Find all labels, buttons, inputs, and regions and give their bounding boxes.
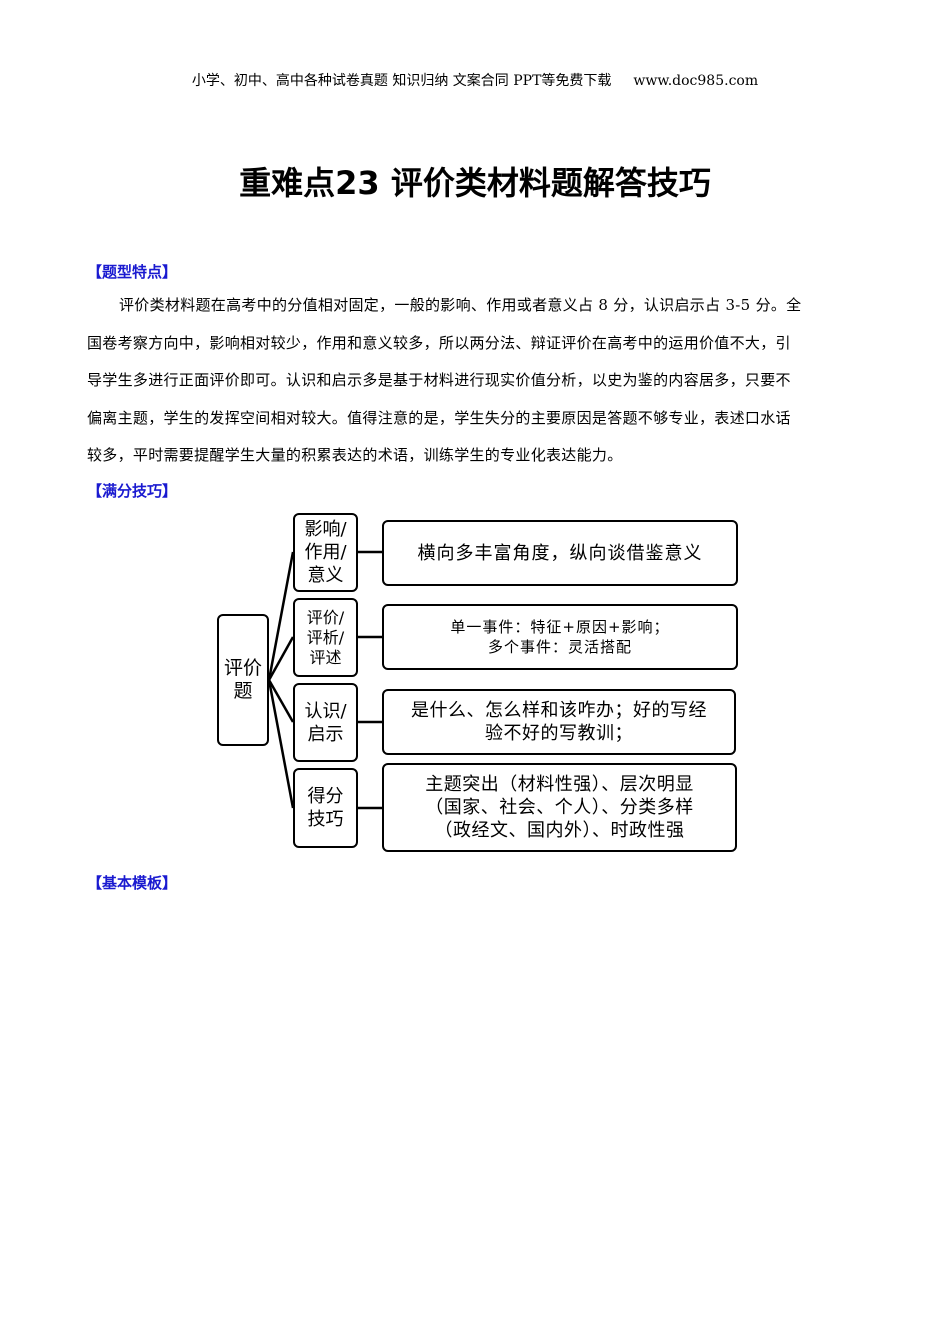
- paragraph-line: 偏离主题，学生的发挥空间相对较大。值得注意的是，学生失分的主要原因是答题不够专业…: [87, 408, 791, 427]
- diagram-text: 主题突出（材料性强）、层次明显: [425, 774, 694, 795]
- diagram-text: 评述: [309, 647, 342, 667]
- diagram-text: （国家、社会、个人）、分类多样: [425, 797, 694, 818]
- features-paragraph: 评价类材料题在高考中的分值相对固定，一般的影响、作用或者意义占 8 分，认识启示…: [87, 292, 867, 480]
- section-skills-heading: 【满分技巧】: [87, 482, 178, 500]
- diagram-text: （政经文、国内外）、时政性强: [434, 820, 685, 841]
- diagram-text: 多个事件：灵活搭配: [487, 638, 632, 656]
- diagram-text: 启示: [307, 723, 344, 745]
- diagram-text: 验不好的写教训；: [485, 723, 633, 744]
- branch-label-insight: 认识/启示: [293, 683, 358, 762]
- diagram-text: 认识/: [304, 700, 347, 722]
- diagram-text: 单一事件：特征+原因+影响；: [450, 618, 670, 636]
- header-site: www.doc985.com: [633, 73, 759, 89]
- paragraph-line: 国卷考察方向中，影响相对较少，作用和意义较多，所以两分法、辩证评价在高考中的运用…: [87, 333, 791, 352]
- diagram-text: 评析/: [306, 627, 345, 647]
- root-line: 评价: [223, 657, 262, 679]
- diagram-text: 评价/: [306, 607, 345, 627]
- branch-label-scoring: 得分技巧: [293, 768, 358, 848]
- diagram-root: 评价题: [217, 614, 269, 746]
- diagram-text: 影响/: [304, 519, 347, 540]
- diagram-text: 作用/: [304, 542, 347, 563]
- diagram-text: 横向多丰富角度，纵向谈借鉴意义: [417, 542, 703, 564]
- paragraph-line: 评价类材料题在高考中的分值相对固定，一般的影响、作用或者意义占 8 分，认识启示…: [119, 296, 802, 314]
- branch-label-impact: 影响/作用/意义: [293, 513, 358, 592]
- branch-content-scoring: 主题突出（材料性强）、层次明显（国家、社会、个人）、分类多样（政经文、国内外）、…: [382, 763, 737, 852]
- root-line: 题: [233, 680, 253, 702]
- paragraph-line: 导学生多进行正面评价即可。认识和启示多是基于材料进行现实价值分析，以史为鉴的内容…: [87, 371, 791, 389]
- page-header: 小学、初中、高中各种试卷真题 知识归纳 文案合同 PPT等免费下载 www.doc…: [0, 70, 950, 90]
- header-text: 小学、初中、高中各种试卷真题 知识归纳 文案合同 PPT等免费下载: [191, 73, 612, 89]
- diagram-text: 技巧: [307, 809, 344, 830]
- diagram-text: 得分: [307, 786, 344, 807]
- branch-label-evaluate: 评价/评析/评述: [293, 598, 358, 677]
- page-title: 重难点23 评价类材料题解答技巧: [239, 164, 711, 202]
- section-features-heading: 【题型特点】: [87, 263, 178, 281]
- diagram-text: 意义: [307, 565, 344, 586]
- section-template-heading: 【基本模板】: [87, 874, 178, 892]
- branch-content-impact: 横向多丰富角度，纵向谈借鉴意义: [382, 520, 738, 586]
- paragraph-line: 较多，平时需要提醒学生大量的积累表达的术语，训练学生的专业化表达能力。: [87, 446, 623, 464]
- diagram-text: 是什么、怎么样和该咋办；好的写经: [411, 700, 707, 721]
- branch-content-insight: 是什么、怎么样和该咋办；好的写经验不好的写教训；: [382, 689, 736, 755]
- branch-content-evaluate: 单一事件：特征+原因+影响； 多个事件：灵活搭配: [382, 604, 738, 670]
